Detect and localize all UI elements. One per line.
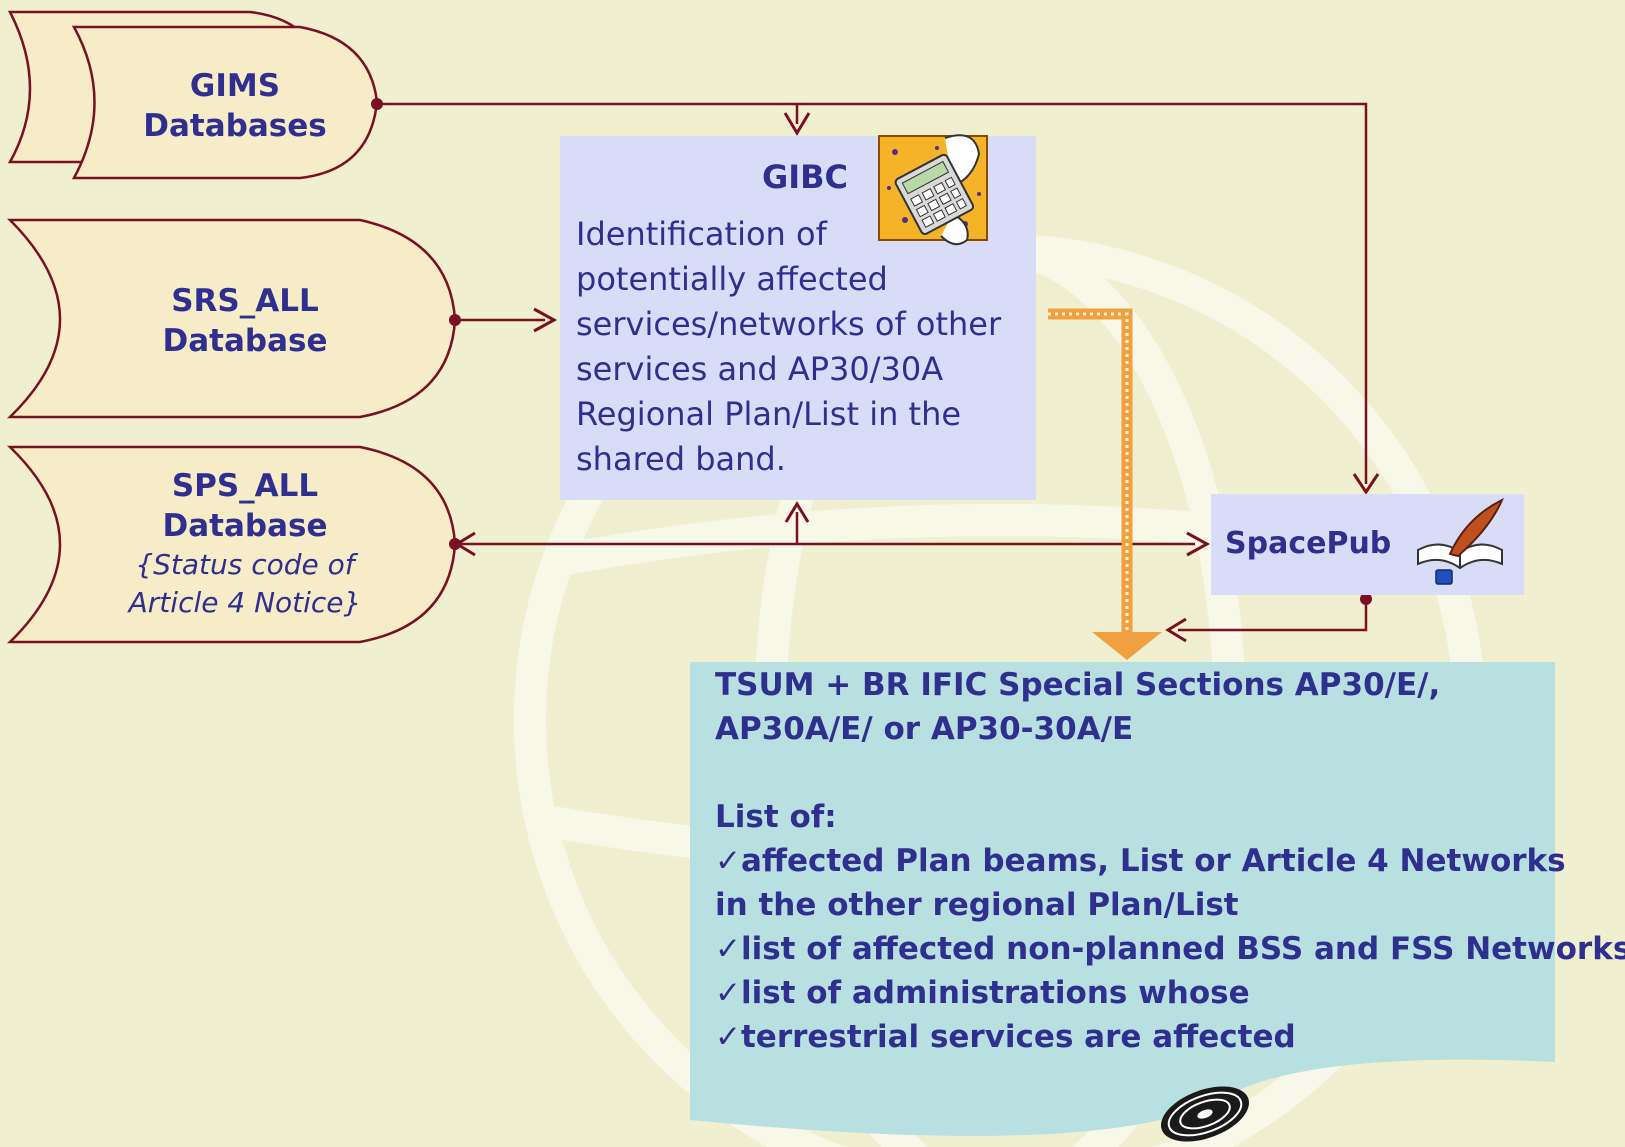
spacepub-title: SpacePub bbox=[1225, 526, 1392, 561]
tsum-heading-line1: TSUM + BR IFIC Special Sections AP30/E/, bbox=[715, 667, 1441, 703]
tsum-document-shape bbox=[690, 662, 1555, 1136]
tsum-list-item: ✓affected Plan beams, List or Article 4 … bbox=[715, 843, 1566, 879]
sps-line1: SPS_ALL bbox=[171, 468, 319, 504]
sps-database-shape bbox=[6, 445, 457, 644]
tsum-list-item: ✓list of administrations whose bbox=[715, 975, 1250, 1011]
tsum-list-title: List of: bbox=[715, 799, 837, 835]
sps-line2: Database bbox=[162, 508, 328, 544]
book-quill-icon bbox=[1417, 497, 1504, 585]
gims-line1: GIMS bbox=[189, 68, 281, 104]
disc-icon bbox=[1161, 1086, 1249, 1142]
sps-note2: Article 4 Notice} bbox=[128, 586, 362, 619]
connector-dots bbox=[371, 98, 1372, 605]
sps-note1: {Status code of bbox=[135, 548, 355, 581]
srs-line1: SRS_ALL bbox=[171, 283, 319, 319]
calculator-clipart-icon bbox=[878, 134, 988, 246]
spacepub-box: SpacePub bbox=[1211, 494, 1524, 595]
gims-line2: Databases bbox=[143, 108, 327, 144]
tsum-list-item: in the other regional Plan/List bbox=[715, 887, 1239, 923]
srs-database-label: SRS_ALL Database bbox=[120, 281, 370, 361]
tsum-list-item: ✓terrestrial services are affected bbox=[715, 1019, 1296, 1055]
srs-database-shape bbox=[6, 218, 457, 419]
connector-arrowheads bbox=[454, 112, 1380, 643]
gims-database-label: GIMS Databases bbox=[120, 66, 350, 146]
tsum-list-item: ✓list of affected non-planned BSS and FS… bbox=[715, 931, 1625, 967]
gibc-box: GIBC Identification of potentially affec… bbox=[560, 136, 1036, 500]
tsum-heading-line2: AP30A/E/ or AP30-30A/E bbox=[715, 711, 1134, 747]
srs-line2: Database bbox=[162, 323, 328, 359]
gibc-title: GIBC bbox=[761, 158, 849, 196]
tsum-document: TSUM + BR IFIC Special Sections AP30/E/,… bbox=[715, 663, 1625, 1059]
gibc-description: Identification of potentially affected s… bbox=[576, 215, 1002, 478]
sps-database-label: SPS_ALL Database {Status code of Article… bbox=[110, 466, 380, 622]
gims-database-shape bbox=[7, 10, 379, 180]
